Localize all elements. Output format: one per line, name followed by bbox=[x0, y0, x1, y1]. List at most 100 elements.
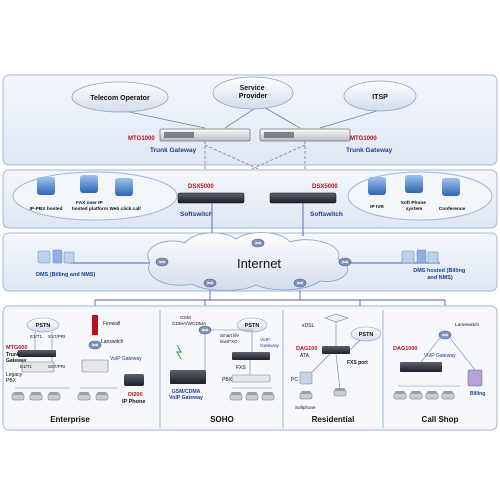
billing-label: Billing bbox=[470, 391, 485, 397]
call-shop-lanswitch-icon bbox=[438, 330, 452, 340]
left-gateway-model: MTG1000 bbox=[128, 136, 155, 142]
soho-site: GSM CDMA/WCDMA GSM/CDMA VoIP Gateway PST… bbox=[169, 315, 279, 424]
enterprise-lanswitch-icon bbox=[88, 340, 102, 350]
right-services-bubble: IP IVR Soft Phone system Conference bbox=[347, 171, 493, 221]
soho-lines bbox=[204, 329, 272, 389]
soho-phone-3 bbox=[261, 391, 275, 401]
wireless-signal-icon bbox=[175, 344, 183, 360]
enterprise-voip-gateway-device bbox=[81, 359, 109, 373]
enterprise-e1t1-top: E1/T1 bbox=[30, 334, 43, 339]
soho-fxs-label: FXS bbox=[236, 365, 246, 371]
service-conference: Conference bbox=[439, 206, 466, 212]
left-gateway-role: Trunk Gateway bbox=[150, 147, 197, 154]
gsm-gateway-role: VoIP Gateway bbox=[169, 395, 203, 401]
di200-model: DI200 bbox=[128, 392, 143, 398]
internet-router-north bbox=[251, 238, 265, 248]
left-softswitch: DSX5000 Softswitch bbox=[177, 184, 245, 218]
enterprise-phone-1 bbox=[11, 391, 25, 401]
cloud-telecom-label: Telecom Operator bbox=[90, 95, 150, 102]
mtg600-role: Trunk Gateway bbox=[6, 352, 27, 364]
residential-pstn-cloud bbox=[350, 326, 382, 342]
soft-phone-icon bbox=[405, 175, 423, 193]
legacy-pbx-label: Legacy PBX bbox=[6, 372, 24, 384]
residential-site: xDSL PSTN DAG100 ATA FXS port PC Softpho… bbox=[291, 313, 382, 424]
call-shop-phone-1 bbox=[393, 390, 407, 400]
enterprise-site: PSTN E1/T1 SS7/PRI Firewall Lanswitch MT… bbox=[6, 315, 145, 424]
softphone-label: Softphone bbox=[295, 405, 316, 410]
call-shop-lines bbox=[398, 337, 476, 387]
residential-xdsl-label: xDSL bbox=[302, 323, 314, 329]
call-shop-phone-4 bbox=[441, 390, 455, 400]
di200-ip-phone-icon bbox=[124, 374, 144, 386]
firewall-label: Firewall bbox=[103, 321, 120, 327]
dag1000-device bbox=[400, 362, 442, 372]
dag1000-model: DAG1000 bbox=[393, 346, 417, 352]
cloud-service-label: Service Provider bbox=[239, 85, 268, 100]
enterprise-phone-3 bbox=[47, 391, 61, 401]
left-trunk-gateway: MTG1000 Trunk Gateway bbox=[128, 128, 251, 154]
enterprise-e1t1-bottom: E1/T1 bbox=[20, 364, 33, 369]
pc-icon bbox=[299, 371, 313, 385]
soho-gsm-label: GSM CDMA/WCDMA bbox=[172, 315, 207, 327]
internet-router-east bbox=[338, 257, 352, 267]
enterprise-ss7pri-bottom: SS7/PRI bbox=[48, 364, 65, 369]
dag100-ata-device bbox=[322, 346, 350, 354]
enterprise-lanswitch-label: Lanswitch bbox=[101, 339, 123, 345]
mtg600-device bbox=[18, 350, 56, 357]
dag100-role: ATA bbox=[300, 353, 310, 359]
soho-pbx-device bbox=[231, 374, 271, 383]
internet-router-west bbox=[155, 257, 169, 267]
soho-phone-1 bbox=[229, 391, 243, 401]
service-web-click-call: Web click call bbox=[109, 206, 140, 212]
service-ip-pbx-hosted: IP-PBX hosted bbox=[29, 206, 62, 212]
cloud-itsp: ITSP bbox=[343, 80, 417, 112]
cloud-telecom-operator: Telecom Operator bbox=[71, 81, 169, 113]
left-softswitch-role: Softswitch bbox=[180, 211, 213, 218]
residential-title: Residential bbox=[312, 415, 355, 424]
ip-ivr-icon bbox=[368, 177, 386, 195]
soho-phone-2 bbox=[245, 391, 259, 401]
soho-smart-life-label: Smart life line/FXO bbox=[220, 333, 240, 344]
di200-role: IP Phone bbox=[122, 399, 145, 405]
left-dms: DMS (Billing and NMS) bbox=[36, 249, 95, 278]
soho-pbx-label: PBX bbox=[222, 377, 233, 383]
web-click-call-icon bbox=[115, 178, 133, 196]
right-dms: DMS hosted (Billing and NMS) bbox=[401, 249, 465, 281]
internet-router-sw bbox=[203, 278, 217, 288]
call-shop-phone-3 bbox=[425, 390, 439, 400]
call-shop-title: Call Shop bbox=[422, 415, 459, 424]
softphone-icon bbox=[299, 390, 313, 400]
site-dividers bbox=[159, 310, 384, 428]
enterprise-phone-5 bbox=[95, 391, 109, 401]
soho-voip-gateway-device bbox=[232, 352, 270, 360]
fax-over-ip-icon bbox=[80, 175, 98, 193]
cloud-service-provider: Service Provider bbox=[212, 76, 294, 110]
left-services-bubble: IP-PBX hosted FAX over IP hosted platfor… bbox=[12, 171, 178, 221]
right-gateway-role: Trunk Gateway bbox=[346, 147, 393, 154]
call-shop-phone-2 bbox=[409, 390, 423, 400]
left-dms-label: DMS (Billing and NMS) bbox=[36, 272, 95, 278]
enterprise-pstn-cloud bbox=[26, 317, 60, 333]
billing-pc-icon bbox=[467, 369, 483, 387]
right-softswitch-role: Softswitch bbox=[310, 211, 343, 218]
call-shop-lanswitch-label: Laneswitch bbox=[455, 322, 479, 328]
service-ip-ivr: IP IVR bbox=[370, 204, 384, 210]
pc-label: PC bbox=[291, 377, 298, 383]
internet-label: Internet bbox=[237, 256, 281, 271]
enterprise-pstn-label: PSTN bbox=[36, 323, 51, 329]
soho-voip-gateway-label: VoIP Gateway bbox=[260, 337, 280, 349]
ip-pbx-hosted-icon bbox=[37, 177, 55, 195]
internet-cloud: Internet bbox=[147, 232, 349, 291]
soho-pstn-label: PSTN bbox=[245, 323, 260, 329]
service-provider-line2: Provider bbox=[239, 93, 268, 100]
enterprise-phone-4 bbox=[77, 391, 91, 401]
residential-modem-icon bbox=[324, 313, 349, 323]
gsm-cdma-gateway-device bbox=[170, 370, 206, 384]
left-softswitch-model: DSX5000 bbox=[188, 184, 214, 190]
right-softswitch-model: DSX5000 bbox=[312, 184, 338, 190]
enterprise-phone-2 bbox=[29, 391, 43, 401]
residential-pstn-label: PSTN bbox=[359, 332, 374, 338]
call-shop-site: Laneswitch DAG1000 VoIP Gateway Billing … bbox=[393, 322, 485, 424]
service-provider-line1: Service bbox=[240, 85, 265, 92]
internet-router-se bbox=[293, 278, 307, 288]
